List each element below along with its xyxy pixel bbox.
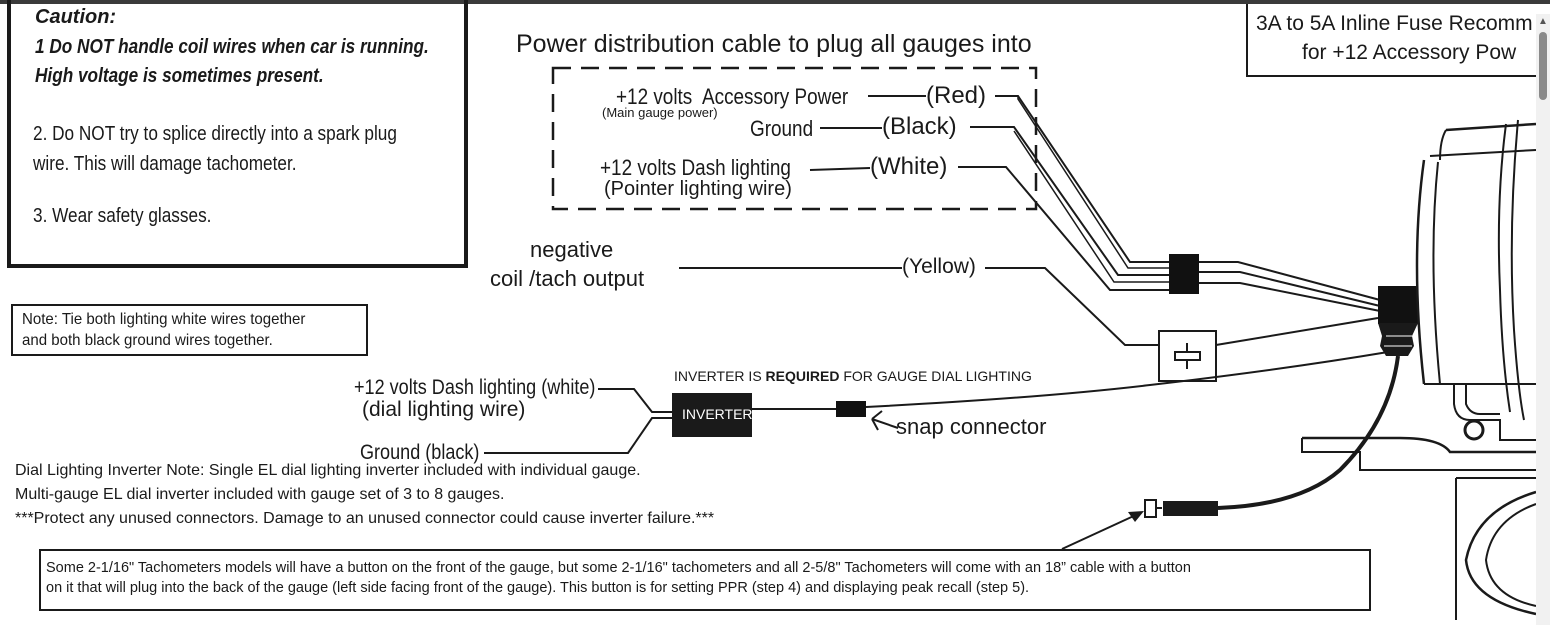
accessory-power-label-a: +12 volts xyxy=(616,84,693,109)
inverter-ground-label: Ground (black) xyxy=(360,441,480,464)
dial-note-line-2: Multi-gauge EL dial inverter included wi… xyxy=(15,486,505,503)
button-cable-plug xyxy=(1144,499,1157,518)
caution-line-1: 1 Do NOT handle coil wires when car is r… xyxy=(35,36,429,58)
inverter-label: INVERTER xyxy=(682,406,753,422)
caution-item-3: 3. Wear safety glasses. xyxy=(33,205,212,227)
yellow-wire-label: (Yellow) xyxy=(902,255,976,278)
scroll-up-arrow-icon[interactable]: ▲ xyxy=(1538,16,1548,27)
snap-connector-plug xyxy=(836,401,866,417)
inverter-required-label: INVERTER IS REQUIRED FOR GAUGE DIAL LIGH… xyxy=(674,368,1032,384)
black-wire xyxy=(970,126,1170,276)
button-cable-note-line-1: Some 2-1/16" Tachometers models will hav… xyxy=(46,560,1191,576)
white-wire-label: (White) xyxy=(870,153,948,180)
ground-label: Ground xyxy=(750,116,814,141)
button-cable-note-box: Some 2-1/16" Tachometers models will hav… xyxy=(39,549,1371,611)
dial-note-line-3: ***Protect any unused connectors. Damage… xyxy=(15,510,715,527)
red-wire xyxy=(995,95,1170,263)
vertical-scrollbar[interactable] xyxy=(1536,14,1550,625)
dash-lighting-label: +12 volts Dash lighting xyxy=(600,155,791,180)
button-cable xyxy=(1217,355,1400,510)
red-wire-inner xyxy=(1017,96,1170,269)
fuse-note-box: 3A to 5A Inline Fuse Recomm for +12 Acce… xyxy=(1246,4,1546,77)
inverter-box xyxy=(672,393,752,437)
lighting-note-box: Note: Tie both lighting white wires toge… xyxy=(11,304,368,356)
snap-connector-label: snap connector xyxy=(896,414,1047,439)
distribution-box-outline xyxy=(551,66,1038,211)
caution-box: Caution: 1 Do NOT handle coil wires when… xyxy=(7,0,468,268)
red-wire-label: (Red) xyxy=(926,82,987,109)
gauge-connector xyxy=(1378,286,1418,324)
dial-note-line-1: Dial Lighting Inverter Note: Single EL d… xyxy=(15,462,641,479)
dial-dash-lighting-label: +12 volts Dash lighting (white) xyxy=(354,376,596,399)
dial-lighting-wire-label: (dial lighting wire) xyxy=(362,398,526,421)
negative-label: negative xyxy=(530,237,614,262)
button-cable-note-line-2: on it that will plug into the back of th… xyxy=(46,580,1030,596)
pointer-lighting-label: (Pointer lighting wire) xyxy=(604,178,792,200)
coil-tach-output-label: coil /tach output xyxy=(490,266,645,291)
main-connector xyxy=(1169,254,1199,294)
caution-title: Caution: xyxy=(35,6,117,28)
lighting-note-line-1: Note: Tie both lighting white wires toge… xyxy=(22,311,306,328)
caution-item-2b: wire. This will damage tachometer. xyxy=(33,153,297,175)
accessory-power-label-b: Accessory Power xyxy=(702,84,849,109)
yellow-wire xyxy=(985,267,1160,346)
fuse-note-line-1: 3A to 5A Inline Fuse Recomm xyxy=(1256,12,1533,35)
main-gauge-power-label: (Main gauge power) xyxy=(602,105,718,120)
snap-connector-arrow xyxy=(871,410,899,431)
black-wire-label: (Black) xyxy=(882,113,957,140)
black-wire-inner xyxy=(1013,130,1170,283)
scrollbar-thumb[interactable] xyxy=(1539,32,1547,100)
fuse-note-line-2: for +12 Accessory Pow xyxy=(1302,41,1517,64)
caution-line-2: High voltage is sometimes present. xyxy=(35,65,324,87)
lighting-note-line-2: and both black ground wires together. xyxy=(22,332,273,349)
top-border xyxy=(0,0,1550,4)
white-wire xyxy=(958,166,1170,291)
power-distribution-title: Power distribution cable to plug all gau… xyxy=(516,30,1032,58)
white-wire-segment xyxy=(809,167,871,171)
caution-item-2a: 2. Do NOT try to splice directly into a … xyxy=(33,123,397,145)
